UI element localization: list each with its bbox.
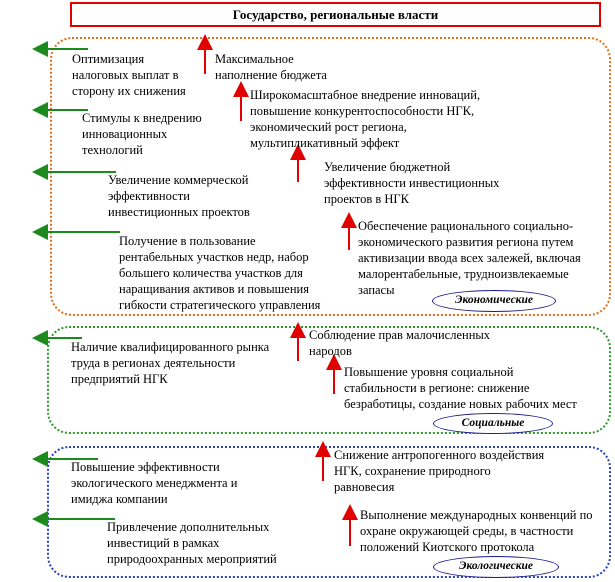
social-badge: Социальные (433, 413, 553, 434)
title-text: Государство, региональные власти (232, 7, 439, 22)
social-group (47, 326, 611, 434)
economic-badge: Экономические (432, 290, 556, 312)
economic-right-2: Широкомасштабное внедрение инноваций,пов… (250, 88, 481, 150)
economic-group (50, 37, 611, 316)
title-box: Государство, региональные власти (70, 2, 601, 27)
ecological-badge: Экологические (433, 556, 559, 578)
economic-right-4: Обеспечение рационального социально-экон… (358, 219, 581, 297)
economic-badge-label: Экономические (454, 294, 534, 306)
social-badge-label: Социальные (461, 417, 525, 429)
ecological-badge-label: Экологические (458, 560, 534, 572)
